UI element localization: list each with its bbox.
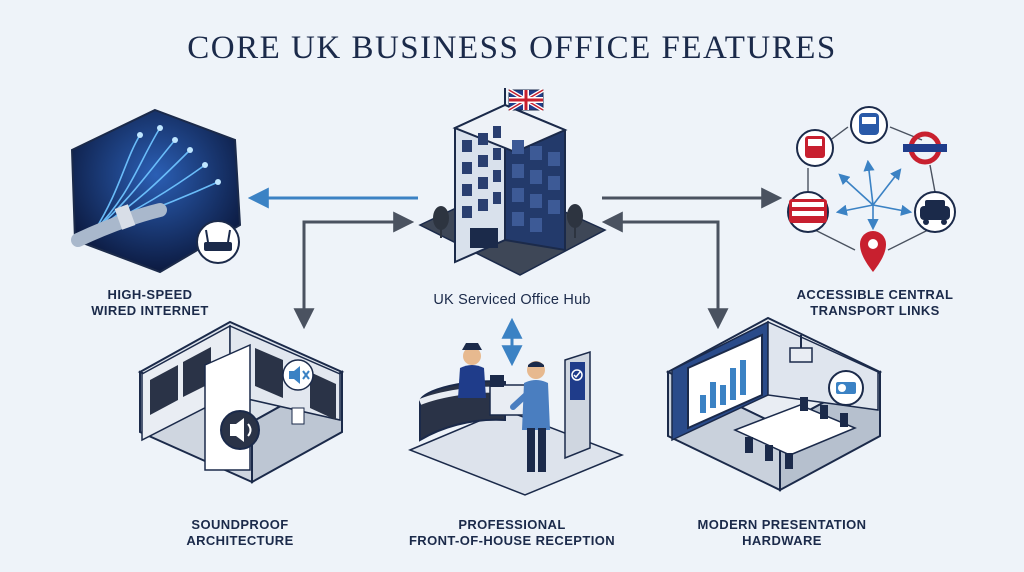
- bus-icon: [796, 129, 834, 167]
- tree-icon: [433, 204, 583, 238]
- transport-label: ACCESSIBLE CENTRAL TRANSPORT LINKS: [770, 287, 980, 319]
- transport-label-line2: TRANSPORT LINKS: [810, 303, 940, 318]
- soundproof-label-line1: SOUNDPROOF: [191, 517, 289, 532]
- internet-label-line1: HIGH-SPEED: [107, 287, 193, 302]
- transport-label-line1: ACCESSIBLE CENTRAL: [796, 287, 954, 302]
- check-in-kiosk-icon: [564, 350, 591, 460]
- uk-flag-icon: [507, 88, 545, 112]
- connector-arrows: [247, 187, 783, 367]
- transport-network-illustration: [787, 106, 956, 272]
- page-title: CORE UK BUSINESS OFFICE FEATURES: [187, 30, 837, 66]
- arrow-hub-to-presentation: [601, 211, 729, 330]
- underground-roundel-icon: [903, 131, 947, 165]
- presentation-label: MODERN PRESENTATION HARDWARE: [672, 517, 892, 549]
- hub-label: UK Serviced Office Hub: [392, 292, 632, 308]
- receptionist-icon: [458, 343, 486, 398]
- taxi-icon: [914, 191, 956, 233]
- speaker-icon: [220, 410, 260, 450]
- reception-label: PROFESSIONAL FRONT-OF-HOUSE RECEPTION: [387, 517, 637, 549]
- reception-label-line2: FRONT-OF-HOUSE RECEPTION: [408, 533, 616, 548]
- mute-icon: [282, 359, 314, 391]
- soundproof-booth-illustration: [137, 320, 345, 484]
- internet-label: HIGH-SPEED WIRED INTERNET: [60, 287, 240, 319]
- soundproof-label: SOUNDPROOF ARCHITECTURE: [150, 517, 330, 549]
- office-building-illustration: [418, 88, 607, 276]
- double-decker-bus-icon: [787, 191, 829, 233]
- visitor-icon: [510, 361, 550, 472]
- hub-label-text: UK Serviced Office Hub: [433, 292, 591, 308]
- reception-label-line1: PROFESSIONAL: [458, 517, 566, 532]
- arrow-hub-to-soundproof: [293, 211, 415, 330]
- train-icon: [850, 106, 888, 144]
- soundproof-label-line2: ARCHITECTURE: [186, 533, 294, 548]
- presentation-label-line1: MODERN PRESENTATION: [697, 517, 867, 532]
- meeting-table-icon: [733, 397, 857, 469]
- fiber-internet-illustration: [70, 108, 242, 274]
- location-pin-icon: [860, 231, 886, 272]
- internet-label-line2: WIRED INTERNET: [91, 303, 209, 318]
- presentation-room-illustration: [665, 316, 883, 492]
- reception-desk-illustration: [408, 343, 625, 496]
- bar-chart-icon: [700, 360, 746, 413]
- projector-icon: [789, 335, 864, 406]
- presentation-label-line2: HARDWARE: [742, 533, 822, 548]
